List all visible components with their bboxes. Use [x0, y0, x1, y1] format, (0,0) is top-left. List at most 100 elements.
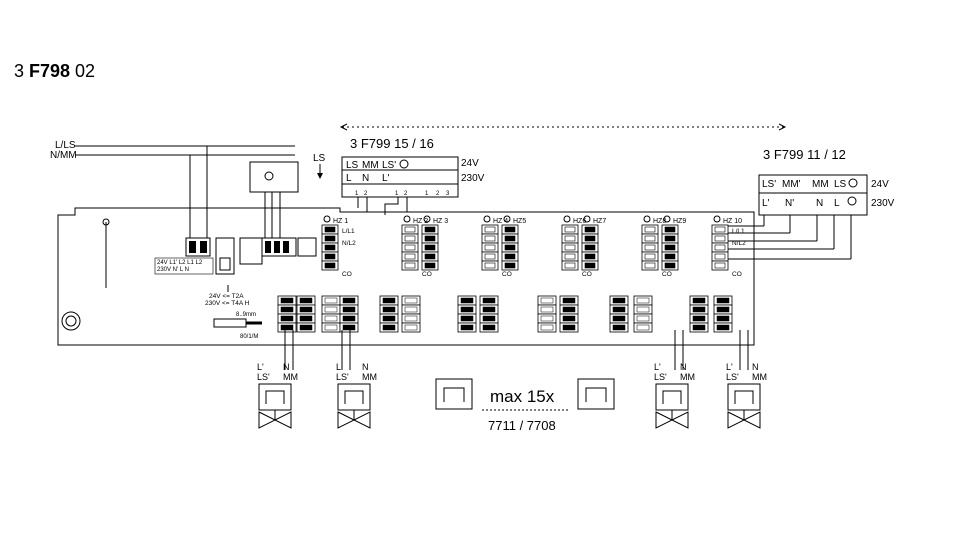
zone-terminal-label: CO — [342, 271, 352, 278]
module-right-clock-icon — [848, 178, 858, 188]
bottom-terminal-14 — [713, 295, 733, 333]
zone-label-10: HZ 10 — [723, 218, 742, 225]
module-right-n: N — [816, 198, 823, 209]
bottom-terminal-8 — [479, 295, 499, 333]
bottom-terminal-12 — [633, 295, 653, 333]
module-left-ls: LS — [346, 160, 359, 171]
zone-label-1: HZ 1 — [333, 218, 348, 225]
module-right-mm: MM — [812, 179, 829, 190]
module-left-230v: 230V — [461, 173, 485, 184]
strip-length: 8..9mm — [236, 312, 256, 318]
power-terminals — [185, 237, 317, 275]
power-table-row2: 230V N' L N — [157, 267, 189, 273]
act-label-ls: LS' — [257, 372, 270, 382]
act-label-n: N — [680, 362, 687, 372]
module-right-230v: 230V — [871, 198, 895, 209]
zone-terminal-label: CO — [582, 271, 592, 278]
bottom-terminal-4 — [339, 295, 359, 333]
pin-1: 1 — [355, 191, 359, 197]
power-table-row1: 24V L1' L2 L1 L2 — [157, 260, 203, 266]
zone-block-9: HZ9 — [661, 215, 686, 271]
module-left-l: L — [346, 173, 352, 184]
pin-6: 2 — [436, 191, 440, 197]
zone-terminal-label: N/L2 — [732, 240, 746, 247]
zone-terminal-label: CO — [502, 271, 512, 278]
zone-terminal-label: L/L1 — [342, 228, 355, 235]
valve-actuator-4: L'LS' NMM — [726, 362, 767, 429]
bottom-terminal-7 — [457, 295, 477, 333]
module-right-24v: 24V — [871, 179, 889, 190]
n-mm-label: N/MM — [50, 150, 77, 161]
act-label-ls: LS' — [726, 372, 739, 382]
act-label-mm: MM — [680, 372, 695, 382]
strip-type: 80/1/M — [240, 334, 258, 340]
zone-label-6: HZ6 — [573, 218, 586, 225]
zone-terminal-label: CO — [732, 271, 742, 278]
bottom-terminal-11 — [609, 295, 629, 333]
zone-label-7: HZ7 — [593, 218, 606, 225]
zone-label-8: HZ8 — [653, 218, 666, 225]
zone-block-5: HZ5 — [501, 215, 526, 271]
timer-box — [249, 161, 299, 193]
ls-arrow-label: LS — [313, 153, 326, 164]
act-label-l: L' — [336, 362, 343, 372]
valve-actuator-1: L'LS'NMM — [257, 362, 298, 429]
bottom-terminal-13 — [689, 295, 709, 333]
zone-terminal-label: CO — [422, 271, 432, 278]
mounting-hole — [61, 311, 81, 331]
module-left-l2: L' — [382, 173, 390, 184]
thermostat-models: 7711 / 7708 — [488, 418, 556, 433]
valve-actuator-2: L'LS'NMM — [336, 362, 377, 429]
act-label-n: N — [283, 362, 290, 372]
act-label-mm: MM — [752, 372, 767, 382]
zone-block-3: HZ 3 — [421, 215, 448, 271]
module-right-ls2: LS' — [762, 179, 776, 190]
zone-terminal-label: N/L2 — [342, 240, 356, 247]
pin-7: 3 — [446, 191, 450, 197]
module-right-n2: N' — [785, 198, 794, 209]
fuse-text-1: 24V <= T2A — [209, 293, 244, 300]
zone-label-9: HZ9 — [673, 218, 686, 225]
page-title: 3 F798 02 — [14, 61, 96, 81]
pin-5: 1 — [425, 191, 429, 197]
zone-terminal-label: CO — [662, 271, 672, 278]
zone-label-3: HZ 3 — [433, 218, 448, 225]
bottom-terminal-10 — [559, 295, 579, 333]
thermostat-icon-left — [435, 378, 473, 410]
act-label-l: L' — [726, 362, 733, 372]
controller-board — [57, 207, 755, 346]
pin-3: 1 — [395, 191, 399, 197]
act-label-l: L' — [257, 362, 264, 372]
zone-label-2: HZ 2 — [413, 218, 428, 225]
bottom-terminal-2 — [296, 295, 316, 333]
l-ls-label: L/LS — [55, 140, 76, 151]
module-left-n: N — [362, 173, 369, 184]
module-right-ls: LS — [834, 179, 847, 190]
pin-2: 2 — [364, 191, 368, 197]
module-right-label: 3 F799 11 / 12 — [763, 147, 846, 162]
wire-strip-icon — [213, 318, 247, 328]
zone-block-7: HZ7 — [581, 215, 606, 271]
act-label-n: N — [362, 362, 369, 372]
bottom-terminal-5 — [379, 295, 399, 333]
act-label-mm: MM — [362, 372, 377, 382]
zone-terminal-label: L/L1 — [732, 228, 745, 235]
max-label: max 15x — [490, 387, 555, 406]
module-right-mm2: MM' — [782, 179, 801, 190]
act-label-n: N — [752, 362, 759, 372]
bottom-terminal-3 — [321, 295, 341, 333]
actuator-terminals — [277, 295, 733, 333]
module-left-label: 3 F799 15 / 16 — [350, 136, 434, 151]
zone-label-4: HZ 4 — [493, 218, 508, 225]
bottom-terminal-9 — [537, 295, 557, 333]
zone-label-5: HZ5 — [513, 218, 526, 225]
module-left-clock-icon — [399, 159, 409, 169]
pin-4: 2 — [404, 191, 408, 197]
clock-icon — [264, 171, 274, 181]
valve-actuator-3: L'LS'NMM — [654, 362, 695, 429]
module-left-ls2: LS' — [382, 160, 396, 171]
